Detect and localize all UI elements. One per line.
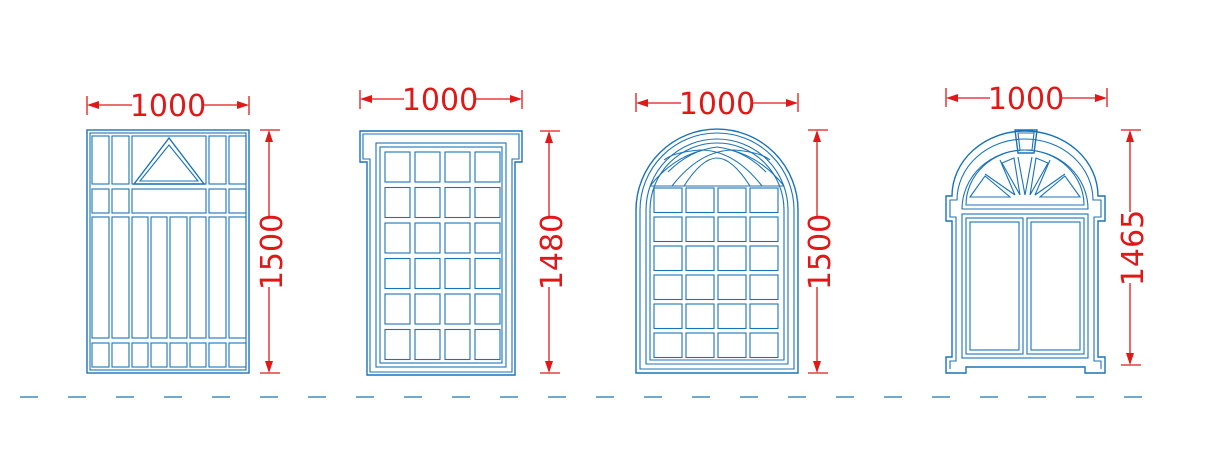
window-2-pane [444, 293, 471, 325]
window-2-height-dimension: 1480 [535, 130, 570, 374]
window-1-main-panes [91, 216, 247, 339]
window-3-pane [717, 332, 747, 359]
window-1: 1000 1500 [86, 89, 290, 374]
window-2-height-label: 1480 [535, 214, 570, 290]
window-3-pane [685, 332, 715, 359]
window-2-panes [384, 151, 501, 361]
window-1-transom-panes [91, 188, 247, 214]
window-3-pane [653, 216, 683, 243]
window-4: 1000 1465 [945, 82, 1151, 374]
window-3-arch-tracery [649, 146, 785, 187]
window-1-top-panes [91, 135, 247, 185]
window-4-height-label: 1465 [1116, 210, 1151, 286]
window-2-pane [384, 151, 411, 183]
window-4-keystone [1014, 129, 1038, 154]
window-3-pane [685, 303, 715, 330]
window-2-width-label: 1000 [402, 83, 478, 118]
window-1-width-label: 1000 [130, 89, 206, 124]
window-2-pane [444, 222, 471, 254]
window-3-pane [653, 303, 683, 330]
window-3-pane [653, 332, 683, 359]
window-2-pane [414, 186, 441, 219]
window-3-pane [717, 187, 747, 214]
window-2-pane [384, 257, 411, 290]
window-3-width-dimension: 1000 [635, 87, 799, 122]
window-3-frame [635, 128, 799, 374]
window-3-pane [749, 187, 779, 214]
window-3-pane [749, 245, 779, 272]
window-3-pane [717, 274, 747, 301]
window-2-pane [384, 222, 411, 254]
window-3-pane [717, 303, 747, 330]
window-2-pane [414, 151, 441, 183]
window-2-pane [444, 257, 471, 290]
window-2-pane [444, 186, 471, 219]
window-3-pane [749, 332, 779, 359]
window-2-pane [474, 186, 501, 219]
window-3-pane [685, 216, 715, 243]
window-2-pane [444, 328, 471, 361]
window-3-pane [685, 274, 715, 301]
window-1-bottom-panes [91, 342, 247, 368]
window-1-triangle-pediment [132, 136, 206, 185]
window-2-pane [444, 151, 471, 183]
window-3-height-dimension: 1500 [803, 129, 838, 374]
window-3-pane [685, 187, 715, 214]
window-2-pane [414, 293, 441, 325]
window-2-pane [474, 257, 501, 290]
window-3-height-label: 1500 [803, 214, 838, 290]
window-4-width-dimension: 1000 [945, 82, 1108, 117]
window-3-pane [749, 274, 779, 301]
window-1-frame [86, 129, 250, 374]
window-3-pane [749, 303, 779, 330]
window-2-frame [359, 130, 523, 376]
window-3-pane [653, 245, 683, 272]
window-2-pane [384, 186, 411, 219]
window-3: 1000 1500 [635, 87, 838, 374]
window-1-height-label: 1500 [255, 214, 290, 290]
window-2-pane [414, 222, 441, 254]
window-2-pane [474, 293, 501, 325]
window-3-pane [717, 245, 747, 272]
window-2-pane [414, 328, 441, 361]
window-2-pane [474, 328, 501, 361]
window-4-fanlight-bars [968, 156, 1082, 198]
window-2-pane [384, 293, 411, 325]
window-4-height-dimension: 1465 [1116, 129, 1151, 366]
window-2-width-dimension: 1000 [359, 83, 523, 118]
window-3-panes [653, 187, 779, 359]
window-2: 1000 1480 [359, 83, 570, 376]
window-1-height-dimension: 1500 [255, 129, 290, 374]
window-2-pane [474, 151, 501, 183]
window-3-pane [749, 216, 779, 243]
window-3-width-label: 1000 [679, 87, 755, 122]
window-2-pane [384, 328, 411, 361]
window-2-pane [474, 222, 501, 254]
window-3-pane [653, 187, 683, 214]
window-1-width-dimension: 1000 [86, 89, 250, 124]
window-3-pane [685, 245, 715, 272]
window-2-pane [414, 257, 441, 290]
window-4-casements [961, 213, 1089, 359]
window-3-pane [653, 274, 683, 301]
window-3-pane [717, 216, 747, 243]
window-4-width-label: 1000 [988, 82, 1064, 117]
